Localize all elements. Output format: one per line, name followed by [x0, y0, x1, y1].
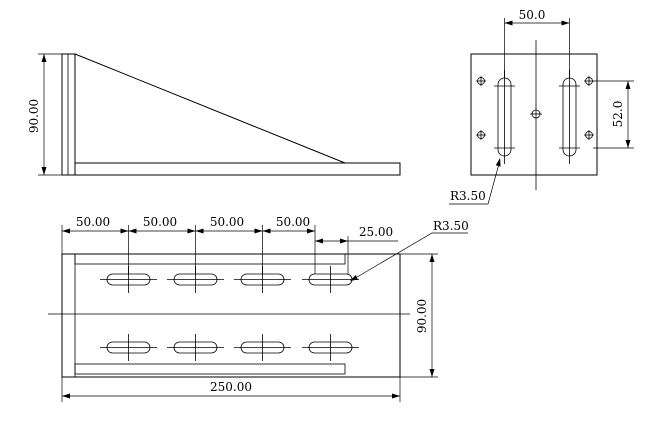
side-view-height-label: 90.00 [27, 99, 41, 133]
side-view-arrowhead-top [41, 54, 47, 62]
side-view-gusset-edge [74, 53, 346, 164]
plan-view-outline [61, 253, 401, 378]
plan-view-radius-label: R3.50 [433, 219, 469, 233]
plan-view-pitch-label-2: 50.00 [143, 215, 177, 229]
end-view-bolt-hole-bottom-left [476, 130, 486, 140]
side-view-arrowhead-bottom [41, 167, 47, 175]
end-view-bolt-hole-top-right [584, 76, 594, 86]
end-view-height-label: 52.0 [611, 101, 625, 128]
end-view-width-arrowhead-right [561, 20, 570, 26]
end-view-height-arrowhead-top [625, 81, 631, 89]
end-view-radius-arrowhead [495, 158, 501, 167]
plan-view-pitch-label-3: 50.00 [210, 215, 244, 229]
plan-view-slot-row-bottom [100, 334, 359, 361]
end-view-height-arrowhead-bottom [625, 140, 631, 148]
end-view-width-arrowhead-left [504, 20, 513, 26]
plan-view-radius-arrowhead [350, 275, 358, 281]
side-view-vertical-plate [61, 53, 76, 176]
side-view: 90.00 [27, 53, 401, 176]
end-view-bolt-hole-bottom-right [584, 130, 594, 140]
end-view-radius-leader [449, 159, 501, 205]
plan-view: 50.00 50.00 50.00 50.00 25.00 R3.50 90.0… [48, 215, 469, 402]
end-view-radius-label: R3.50 [450, 189, 486, 203]
end-view-plate-outline [470, 53, 598, 176]
end-view-bolt-hole-top-left [476, 76, 486, 86]
plan-view-pitch-label-4: 50.00 [276, 215, 310, 229]
plan-view-gusset-strip-bottom [74, 363, 346, 375]
plan-view-slot-row-top [100, 266, 359, 293]
plan-view-radius-leader [351, 232, 468, 281]
end-view-width-label: 50.0 [519, 8, 546, 22]
plan-view-height-label: 90.00 [415, 299, 429, 333]
plan-view-offset-label: 25.00 [359, 225, 393, 239]
end-view: 50.0 52.0 R3.50 [449, 8, 634, 205]
plan-view-length-label: 250.00 [210, 380, 252, 394]
plan-view-pitch-label-1: 50.00 [76, 215, 110, 229]
plan-view-gusset-strip-top [74, 253, 346, 265]
side-view-base-plate [74, 162, 401, 176]
